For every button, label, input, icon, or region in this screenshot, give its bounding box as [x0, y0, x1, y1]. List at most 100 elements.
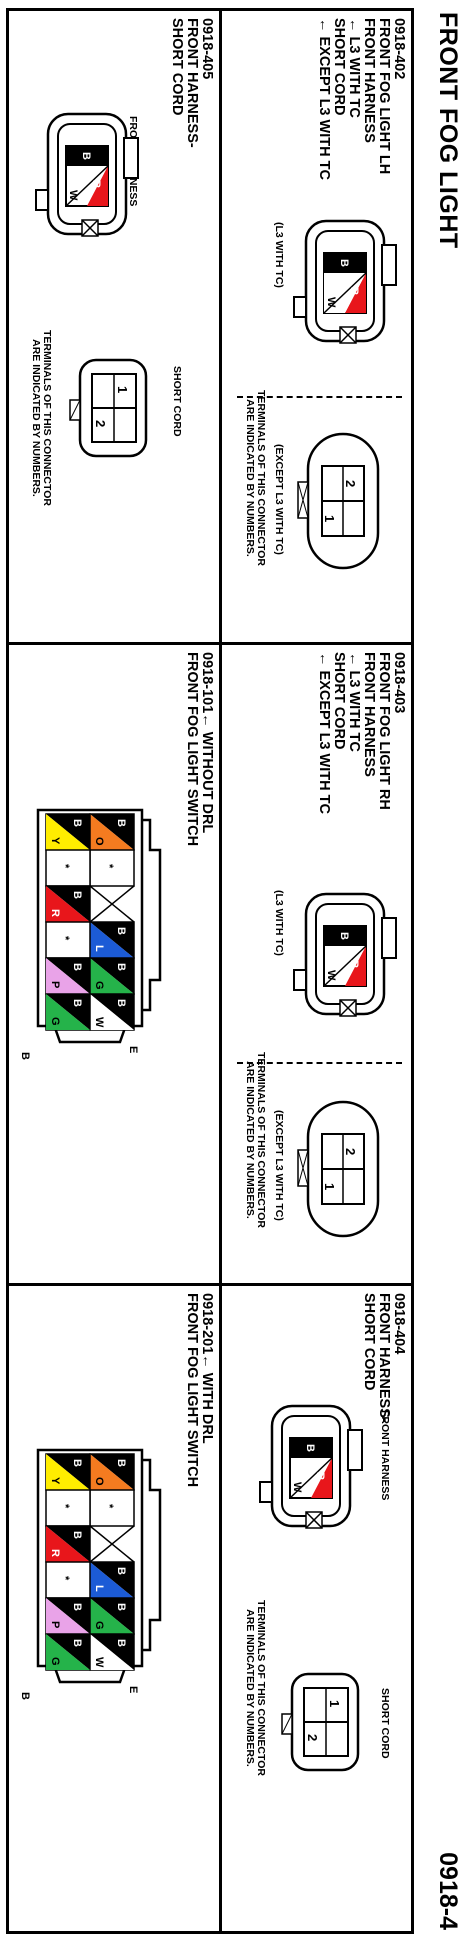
- terminal-cell: BO: [89, 813, 135, 851]
- connector-code: 0918-101← WITHOUT DRL: [199, 652, 215, 834]
- connector-code: 0918-402: [391, 18, 407, 80]
- pin-label: W: [291, 1482, 303, 1493]
- desc-line: FRONT FOG LIGHT SWITCH: [184, 1293, 200, 1488]
- connector-short-cord: 1 2: [69, 358, 148, 458]
- pin-number: 2: [305, 1734, 320, 1741]
- pin-label: B: [338, 259, 350, 267]
- terminal-cell: BY: [45, 1453, 91, 1491]
- terminal-cell: BG: [89, 1597, 135, 1635]
- terminal-cell: BP: [45, 1597, 91, 1635]
- terminal-wire-color: B: [71, 1639, 83, 1647]
- pin-label: R: [314, 1472, 326, 1480]
- terminal-stripe-color: R: [49, 1549, 61, 1557]
- sub-label: FRONT HARNESS: [379, 1410, 391, 1501]
- desc-line: SHORT CORD: [331, 652, 347, 750]
- terminal-stripe-color: G: [49, 1017, 61, 1026]
- sub-label: (EXCEPT L3 WITH TC): [273, 1110, 285, 1221]
- terminal-wire-color: B: [71, 891, 83, 899]
- pin-number: 2: [93, 420, 108, 427]
- connector-code: 0918-201← WITH DRL: [199, 1293, 215, 1444]
- terminal-cell: BO: [89, 1453, 135, 1491]
- terminal-wire-color: *: [103, 1504, 115, 1509]
- terminal-wire-color: B: [71, 1603, 83, 1611]
- desc-line: ← EXCEPT L3 WITH TC: [316, 18, 332, 180]
- connector-l3-with-tc: B R W: [293, 219, 397, 344]
- terminal-stripe-color: R: [49, 909, 61, 917]
- sub-label: (L3 WITH TC): [273, 890, 285, 956]
- terminal-wire-color: *: [103, 864, 115, 869]
- connector-except-l3: 2 1: [297, 1100, 380, 1238]
- terminals-note: TERMINALS OF THIS CONNECTOR ARE INDICATE…: [30, 330, 53, 506]
- terminal-cell: *: [45, 921, 91, 959]
- terminal-cell: BG: [89, 957, 135, 995]
- side-label-e: E: [127, 1046, 139, 1053]
- desc-line: FRONT HARNESS: [361, 652, 377, 777]
- pin-number: 1: [322, 1183, 337, 1190]
- pin-label: W: [325, 297, 337, 308]
- pin-number: 2: [343, 1148, 358, 1155]
- pin-label: W: [67, 190, 79, 201]
- desc-line: ← EXCEPT L3 WITH TC: [316, 652, 332, 814]
- terminal-cell: *: [45, 849, 91, 887]
- desc-line: FRONT HARNESS: [361, 18, 377, 143]
- desc-line: FRONT HARNESS-: [184, 18, 200, 148]
- terminal-wire-color: *: [59, 864, 71, 869]
- terminal-cell: BR: [45, 1525, 91, 1563]
- desc-line: SHORT CORD: [169, 18, 185, 116]
- connector-code: 0918-404: [391, 1293, 407, 1355]
- connector-front-harness: B R W: [259, 1404, 363, 1529]
- pin-label: R: [348, 960, 360, 968]
- terminal-wire-color: *: [59, 936, 71, 941]
- desc-line: FRONT FOG LIGHT SWITCH: [184, 652, 200, 847]
- terminal-cell: BL: [89, 1561, 135, 1599]
- terminal-cell: BY: [45, 813, 91, 851]
- connector-code: 0918-405: [199, 18, 215, 80]
- terminal-stripe-color: W: [93, 1657, 105, 1668]
- terminals-note: TERMINALS OF THIS CONNECTOR ARE INDICATE…: [244, 1052, 267, 1228]
- connector-except-l3: 2 1: [297, 432, 380, 570]
- pin-number: 1: [115, 386, 130, 393]
- pin-label: B: [304, 1444, 316, 1452]
- connector-l3-with-tc: B R W: [293, 892, 397, 1017]
- pin-label: B: [80, 152, 92, 160]
- terminal-wire-color: B: [71, 1459, 83, 1467]
- pin-number: 1: [322, 515, 337, 522]
- terminal-cell: BW: [89, 1633, 135, 1671]
- terminal-stripe-color: O: [93, 1477, 105, 1486]
- row-divider-col1: [219, 8, 222, 644]
- column-divider-1: [6, 642, 414, 645]
- terminal-cell: *: [45, 1561, 91, 1599]
- page-code: 0918-4: [434, 1852, 462, 1930]
- terminal-stripe-color: Y: [49, 837, 61, 845]
- terminal-wire-color: B: [115, 927, 127, 935]
- pin-label: B: [338, 932, 350, 940]
- terminal-cell: *: [89, 849, 135, 887]
- desc-line: SHORT CORD: [361, 1293, 377, 1391]
- terminal-cell: BR: [45, 885, 91, 923]
- connector-code: 0918-403: [391, 652, 407, 714]
- desc-line: FRONT FOG LIGHT LH: [376, 18, 392, 175]
- terminal-wire-color: B: [115, 1567, 127, 1575]
- terminal-stripe-color: G: [93, 981, 105, 990]
- terminal-wire-color: B: [71, 999, 83, 1007]
- pin-number: 1: [327, 1700, 342, 1707]
- desc-line: ← L3 WITH TC: [346, 652, 362, 752]
- terminal-wire-color: B: [115, 1639, 127, 1647]
- terminal-stripe-color: G: [49, 1657, 61, 1666]
- page-title: FRONT FOG LIGHT: [434, 12, 462, 249]
- desc-line: FRONT HARNESS-: [376, 1293, 392, 1423]
- terminal-stripe-color: P: [49, 1621, 61, 1628]
- pin-number: 2: [343, 480, 358, 487]
- connector-front-harness: B R W: [35, 112, 139, 237]
- terminal-wire-color: B: [115, 819, 127, 827]
- desc-line: ← L3 WITH TC: [346, 18, 362, 118]
- pin-label: R: [348, 287, 360, 295]
- terminal-cell: BG: [45, 993, 91, 1031]
- terminal-wire-color: B: [115, 999, 127, 1007]
- terminal-stripe-color: L: [93, 945, 105, 952]
- sub-label: (L3 WITH TC): [273, 222, 285, 288]
- row-divider-col3: [219, 1283, 222, 1934]
